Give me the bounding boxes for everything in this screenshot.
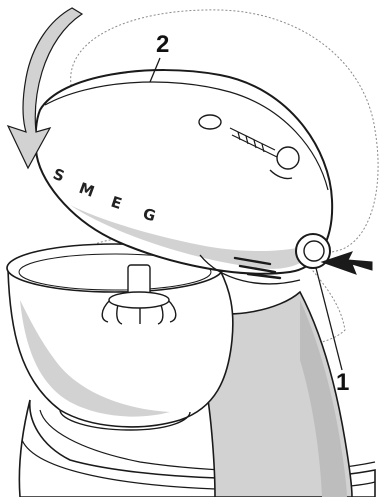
whisk-collar [109,292,169,308]
whisk-shaft [128,265,150,295]
head-release-button-inner [304,241,324,261]
callout-2-label: 2 [156,31,169,58]
speed-lever-slot [199,115,221,129]
speed-knob [277,147,299,169]
callout-1-label: 1 [336,369,349,396]
